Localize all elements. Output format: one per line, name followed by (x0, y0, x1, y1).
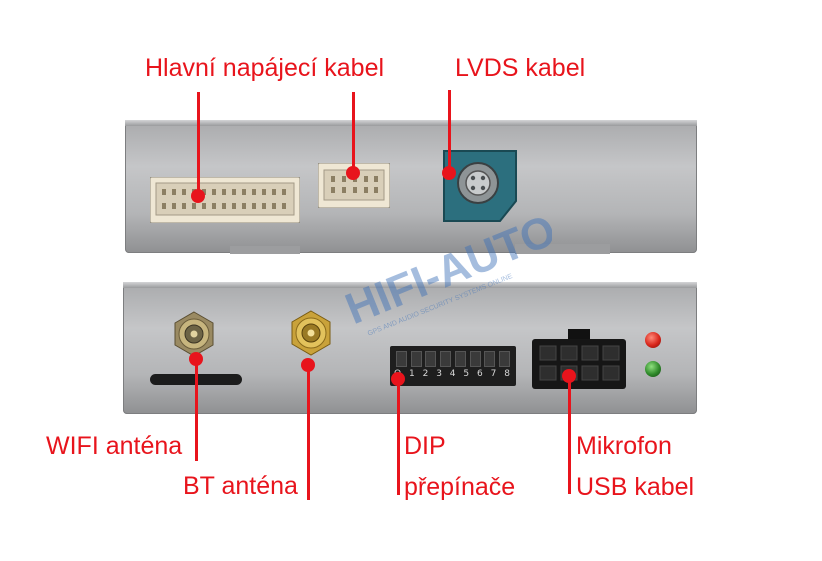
callout-dot-power (191, 189, 205, 203)
callout-line-power-2 (352, 92, 355, 171)
dip-label-line2: přepínače (404, 473, 516, 501)
callout-dot-lvds (442, 166, 456, 180)
dip-number: 3 (436, 369, 442, 379)
dip-switch-block: O 1 2 3 4 5 6 7 8 (390, 346, 516, 386)
dip-switch-7[interactable] (484, 351, 496, 367)
callout-dot-mic (562, 369, 576, 383)
dip-switch-3[interactable] (425, 351, 437, 367)
bt-antenna-connector (287, 309, 335, 357)
dip-number: 8 (504, 369, 510, 379)
wifi-antenna-connector (170, 310, 218, 358)
panel-lip (230, 246, 300, 254)
dip-number: 2 (422, 369, 429, 379)
dip-switch-5[interactable] (454, 351, 466, 367)
callout-line-mic (568, 376, 571, 494)
callout-dot-power-2 (346, 166, 360, 180)
callout-line-lvds (448, 90, 451, 172)
callout-dot-dip (391, 372, 405, 386)
dip-number: 5 (463, 369, 470, 379)
power-cable-label: Hlavní napájecí kabel (145, 54, 385, 82)
callout-dot-bt (301, 358, 315, 372)
dip-number: 4 (449, 369, 456, 379)
callout-line-dip (397, 380, 400, 495)
lvds-cable-label: LVDS kabel (455, 54, 586, 82)
green-led-indicator (645, 361, 661, 377)
mic-label-line1: Mikrofon (576, 432, 672, 460)
dip-switch-4[interactable] (440, 351, 452, 367)
dip-number: 7 (490, 369, 497, 379)
usb-label-line2: USB kabel (576, 473, 695, 501)
dip-label-line1: DIP (404, 432, 446, 460)
dip-switch-1[interactable] (396, 351, 407, 367)
dip-number: 1 (408, 369, 415, 379)
wifi-antenna-label: WIFI anténa (46, 432, 183, 460)
dip-switch-8[interactable] (498, 351, 510, 367)
bt-antenna-label: BT anténa (183, 472, 298, 500)
dip-number: 6 (477, 369, 483, 379)
panel-lip (515, 244, 610, 254)
main-power-connector (149, 176, 301, 224)
lvds-connector (440, 147, 520, 225)
callout-line-power (197, 92, 200, 196)
red-led-indicator (645, 332, 661, 348)
dip-switch-6[interactable] (469, 351, 481, 367)
dip-switch-2[interactable] (410, 351, 422, 367)
callout-line-bt (307, 364, 310, 500)
mic-usb-connector (532, 329, 626, 389)
callout-line-wifi (195, 356, 198, 461)
callout-dot-wifi (189, 352, 203, 366)
